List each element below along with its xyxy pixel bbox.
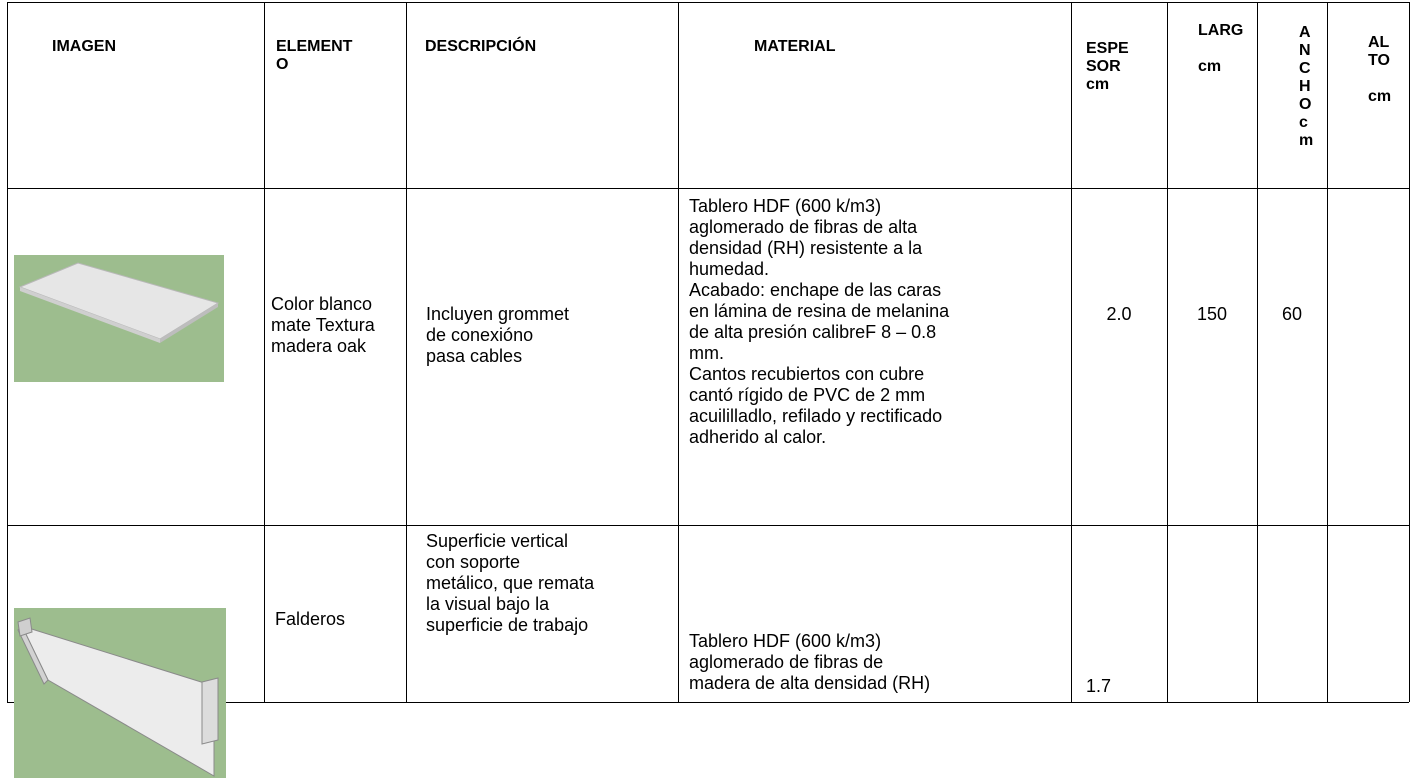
- row1-ancho: 60: [1281, 304, 1303, 324]
- table-bottom-border: [7, 702, 1409, 703]
- header-bottom-border: [7, 188, 1409, 189]
- row1-espesor: 2.0: [1106, 304, 1132, 324]
- row1-material: Tablero HDF (600 k/m3) aglomerado de fib…: [689, 196, 950, 447]
- modesty-panel-image: [14, 608, 226, 778]
- desk-top-board-icon: [18, 262, 220, 343]
- table-top-border: [7, 2, 1409, 3]
- header-descripcion: DESCRIPCIÓN: [425, 38, 537, 55]
- column-border: [406, 2, 407, 702]
- row1-descripcion: Incluyen grommet de conexióno pasa cable…: [426, 304, 570, 366]
- row1-bottom-border: [7, 525, 1409, 526]
- row2-espesor: 1.7: [1086, 676, 1112, 696]
- header-imagen: IMAGEN: [52, 38, 116, 55]
- column-border: [1071, 2, 1072, 702]
- row1-elemento: Color blanco mate Textura madera oak: [271, 294, 375, 356]
- column-border: [7, 2, 8, 702]
- row2-elemento: Falderos: [275, 609, 346, 629]
- desk-top-board-image: [14, 255, 224, 382]
- header-elemento: ELEMENT O: [276, 38, 353, 73]
- column-border: [1257, 2, 1258, 702]
- header-espesor: ESPE SOR cm: [1086, 40, 1129, 93]
- row2-descripcion: Superficie vertical con soporte metálico…: [426, 531, 595, 635]
- column-border: [1327, 2, 1328, 702]
- header-largo: LARG cm: [1198, 22, 1244, 75]
- modesty-panel-icon: [17, 617, 219, 777]
- column-border: [678, 2, 679, 702]
- column-border: [264, 2, 265, 702]
- header-ancho: A N C H O c m: [1299, 24, 1314, 149]
- header-material: MATERIAL: [754, 38, 836, 55]
- column-border: [1409, 2, 1410, 702]
- row2-material: Tablero HDF (600 k/m3) aglomerado de fib…: [689, 631, 931, 693]
- row1-largo: 150: [1196, 304, 1228, 324]
- column-border: [1167, 2, 1168, 702]
- header-alto: AL TO cm: [1368, 34, 1392, 105]
